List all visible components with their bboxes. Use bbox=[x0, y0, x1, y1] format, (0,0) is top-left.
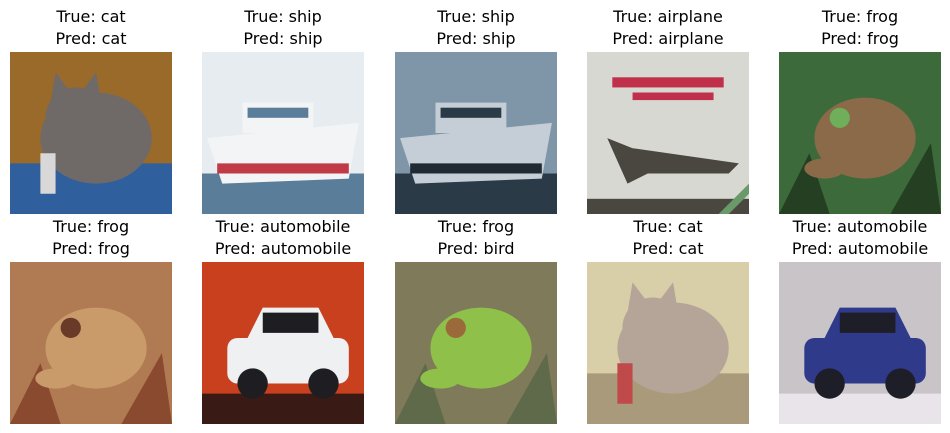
frog-image bbox=[395, 262, 557, 424]
pred-label: Pred: bird bbox=[437, 239, 515, 258]
ground bbox=[779, 393, 941, 424]
frog-eye bbox=[445, 317, 466, 338]
frog-image bbox=[10, 262, 172, 424]
pred-label: Pred: ship bbox=[436, 29, 516, 48]
true-label: True: frog bbox=[437, 217, 515, 236]
pred-label: Pred: automobile bbox=[214, 239, 352, 258]
sample-title: True: automobile Pred: automobile bbox=[759, 216, 950, 260]
cat-ear bbox=[657, 282, 679, 313]
cat-ear bbox=[627, 282, 648, 313]
car-window bbox=[262, 312, 319, 333]
cat-head bbox=[45, 87, 107, 149]
poster-frame bbox=[587, 198, 749, 214]
frog-leg bbox=[804, 158, 845, 179]
poster-text bbox=[632, 92, 714, 101]
sample-image bbox=[395, 262, 557, 424]
foliage bbox=[121, 353, 172, 424]
true-label: True: cat bbox=[56, 7, 126, 26]
ship-windows bbox=[440, 107, 502, 118]
ship-image bbox=[202, 52, 364, 214]
poster-text bbox=[612, 77, 724, 88]
true-label: True: ship bbox=[437, 7, 515, 26]
cat-ear bbox=[80, 72, 102, 103]
car-wheel bbox=[814, 368, 845, 399]
image-background bbox=[587, 52, 749, 214]
pred-label: Pred: automobile bbox=[791, 239, 929, 258]
sample-image bbox=[587, 52, 749, 214]
pred-label: Pred: cat bbox=[632, 239, 704, 258]
pred-label: Pred: cat bbox=[55, 29, 127, 48]
foliage bbox=[506, 353, 557, 424]
sample-title: True: ship Pred: ship bbox=[375, 6, 577, 50]
car-wheel bbox=[308, 368, 339, 399]
cat-head bbox=[622, 297, 684, 359]
cat-ear bbox=[50, 72, 71, 103]
pred-label: Pred: ship bbox=[243, 29, 323, 48]
ship-stripe bbox=[410, 163, 542, 174]
sample-title: True: cat Pred: cat bbox=[0, 6, 192, 50]
sample-title: True: airplane Pred: airplane bbox=[567, 6, 769, 50]
sample-image bbox=[395, 52, 557, 214]
true-label: True: automobile bbox=[792, 217, 928, 236]
true-label: True: airplane bbox=[613, 7, 723, 26]
true-label: True: cat bbox=[633, 217, 703, 236]
ship-windows bbox=[247, 107, 309, 118]
sample-title: True: frog Pred: frog bbox=[759, 6, 950, 50]
sample-image bbox=[10, 262, 172, 424]
frog-leg bbox=[35, 368, 76, 389]
car-wheel bbox=[237, 368, 268, 399]
sample-title: True: automobile Pred: automobile bbox=[182, 216, 384, 260]
sample-image bbox=[779, 262, 941, 424]
ship-image bbox=[395, 52, 557, 214]
airplane-image bbox=[587, 52, 749, 214]
true-label: True: frog bbox=[821, 7, 899, 26]
ground bbox=[202, 393, 364, 424]
sample-image bbox=[587, 262, 749, 424]
cat-paw bbox=[617, 363, 633, 404]
frog-eye bbox=[60, 317, 81, 338]
true-label: True: automobile bbox=[215, 217, 351, 236]
sample-image bbox=[779, 52, 941, 214]
foliage bbox=[10, 363, 61, 424]
pred-label: Pred: airplane bbox=[612, 29, 724, 48]
pred-label: Pred: frog bbox=[52, 239, 130, 258]
cat-paw bbox=[40, 153, 56, 194]
car-wheel bbox=[885, 368, 916, 399]
automobile-image bbox=[202, 262, 364, 424]
cat-image bbox=[587, 262, 749, 424]
poster-corner bbox=[718, 183, 749, 214]
frog-leg bbox=[420, 368, 461, 389]
ship-stripe bbox=[217, 163, 349, 174]
foliage bbox=[395, 363, 446, 424]
cat-image bbox=[10, 52, 172, 214]
true-label: True: ship bbox=[244, 7, 322, 26]
frog-eye bbox=[829, 107, 850, 128]
sample-title: True: ship Pred: ship bbox=[182, 6, 384, 50]
sample-title: True: cat Pred: cat bbox=[567, 216, 769, 260]
automobile-image bbox=[779, 262, 941, 424]
sample-title: True: frog Pred: frog bbox=[0, 216, 192, 260]
foliage bbox=[890, 143, 941, 214]
sample-title: True: frog Pred: bird bbox=[375, 216, 577, 260]
sample-image bbox=[10, 52, 172, 214]
foliage bbox=[779, 153, 830, 214]
car-window bbox=[839, 312, 896, 333]
pred-label: Pred: frog bbox=[821, 29, 899, 48]
sample-image bbox=[202, 52, 364, 214]
frog-image bbox=[779, 52, 941, 214]
airplane-body bbox=[607, 138, 739, 184]
sample-image bbox=[202, 262, 364, 424]
true-label: True: frog bbox=[52, 217, 130, 236]
